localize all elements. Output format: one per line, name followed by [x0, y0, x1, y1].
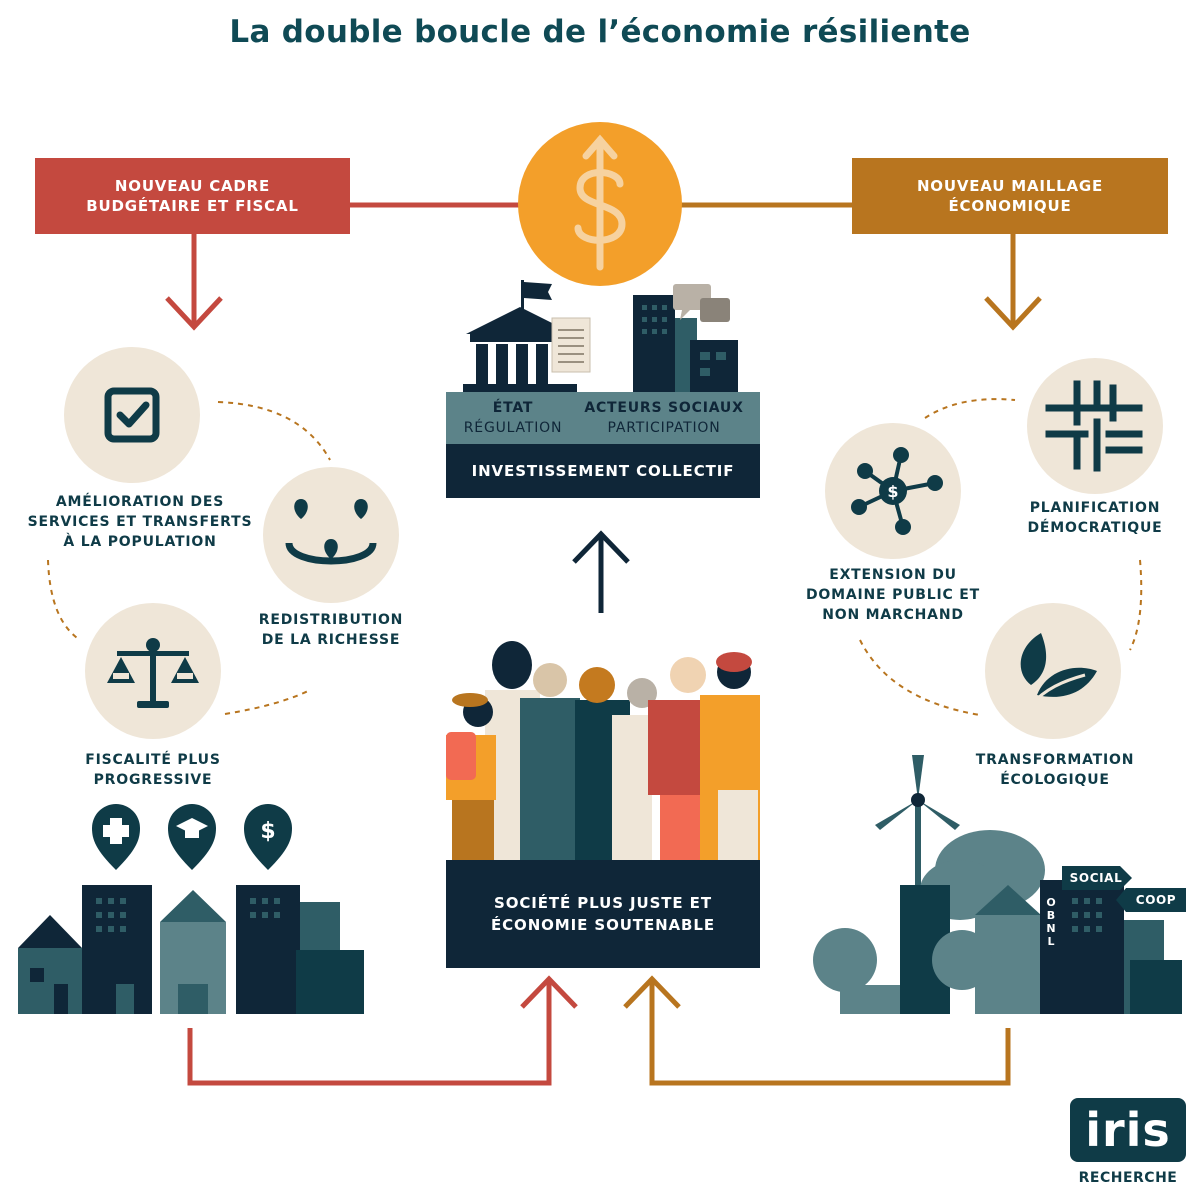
- hashtag-icon: [1045, 380, 1143, 472]
- right-item-1-line1: PLANIFICATION: [1029, 500, 1161, 516]
- right-item-2-label: EXTENSION DU DOMAINE PUBLIC ET NON MARCH…: [790, 565, 996, 625]
- svg-text:$: $: [260, 819, 275, 844]
- etat-subtitle: RÉGULATION: [463, 420, 563, 436]
- right-banner: NOUVEAU MAILLAGE ÉCONOMIQUE: [852, 158, 1168, 234]
- left-item-1-circle: [64, 347, 200, 483]
- right-item-1-line2: DÉMOCRATIQUE: [1027, 520, 1163, 536]
- redistribution-icon: [285, 499, 377, 565]
- acteurs-subtitle: PARTICIPATION: [607, 420, 721, 436]
- leaves-icon: [1020, 633, 1097, 706]
- left-dashed-arc: [47, 401, 331, 715]
- dollar-arrow-icon: [518, 122, 682, 286]
- health-pin-icon: [92, 804, 140, 870]
- left-city-illustration: $: [18, 804, 364, 1014]
- left-item-3-circle: [85, 603, 221, 739]
- right-item-2-line3: NON MARCHAND: [822, 607, 964, 623]
- svg-text:$: $: [887, 482, 898, 501]
- right-banner-line1: NOUVEAU MAILLAGE: [916, 177, 1104, 195]
- left-item-2-circle: [263, 467, 399, 603]
- right-item-3-line2: ÉCOLOGIQUE: [1000, 772, 1110, 788]
- education-pin-icon: [168, 804, 216, 870]
- right-item-1-circle: [1027, 358, 1163, 494]
- acteurs-title: ACTEURS SOCIAUX: [584, 400, 744, 416]
- people-crowd-illustration: [446, 641, 760, 860]
- left-item-2-line2: DE LA RICHESSE: [261, 632, 401, 648]
- social-sign: SOCIAL: [1069, 871, 1123, 885]
- right-item-2-line2: DOMAINE PUBLIC ET: [806, 587, 980, 603]
- societe-soutenable-box: SOCIÉTÉ PLUS JUSTE ET ÉCONOMIE SOUTENABL…: [446, 860, 760, 968]
- network-dollar-icon: $: [851, 447, 943, 535]
- left-item-3-line1: FISCALITÉ PLUS: [85, 752, 221, 768]
- right-item-2-circle: $: [825, 423, 961, 559]
- etat-title: ÉTAT: [492, 400, 534, 416]
- money-pin-icon: $: [244, 804, 292, 870]
- checkbox-icon: [104, 387, 160, 443]
- right-item-3-circle: [985, 603, 1121, 739]
- dollar-arrow-glyph: [574, 134, 626, 271]
- investissement-collectif-box: INVESTISSEMENT COLLECTIF: [446, 444, 760, 498]
- wind-turbine-icon: [875, 755, 960, 920]
- right-item-3-line1: TRANSFORMATION: [975, 752, 1135, 768]
- bottom-loop-red: [187, 975, 578, 1086]
- bottom-box-line2: ÉCONOMIE SOUTENABLE: [490, 916, 715, 934]
- scale-icon: [107, 638, 199, 708]
- government-building-icon: [463, 280, 591, 392]
- right-item-2-line1: EXTENSION DU: [829, 567, 957, 583]
- left-item-2-line1: REDISTRIBUTION: [258, 612, 404, 628]
- iris-logo: iris: [1085, 1103, 1171, 1157]
- obnl-sign: OBNL: [1046, 896, 1056, 948]
- logo-caption: RECHERCHE: [1078, 1170, 1178, 1186]
- bottom-box-line1: SOCIÉTÉ PLUS JUSTE ET: [494, 894, 712, 912]
- left-item-3-label: FISCALITÉ PLUS PROGRESSIVE: [48, 750, 258, 790]
- left-item-1-line3: À LA POPULATION: [63, 534, 217, 550]
- left-item-1-label: AMÉLIORATION DES SERVICES ET TRANSFERTS …: [20, 492, 260, 552]
- right-item-1-label: PLANIFICATION DÉMOCRATIQUE: [1000, 498, 1190, 538]
- left-banner: NOUVEAU CADRE BUDGÉTAIRE ET FISCAL: [35, 158, 350, 234]
- right-banner-line2: ÉCONOMIQUE: [948, 197, 1072, 215]
- left-item-1-line1: AMÉLIORATION DES: [55, 494, 225, 510]
- page-title: La double boucle de l’économie résilient…: [229, 14, 971, 50]
- center-up-arrow: [572, 530, 630, 613]
- social-actors-buildings-icon: [633, 284, 738, 392]
- left-item-3-line2: PROGRESSIVE: [93, 772, 213, 788]
- left-item-2-label: REDISTRIBUTION DE LA RICHESSE: [242, 610, 420, 650]
- left-banner-line2: BUDGÉTAIRE ET FISCAL: [86, 197, 299, 215]
- right-dashed-arc: [859, 398, 1143, 716]
- right-city-illustration: [813, 755, 1186, 1014]
- top-block-band: [446, 392, 760, 444]
- right-item-3-label: TRANSFORMATION ÉCOLOGIQUE: [960, 750, 1150, 790]
- bottom-loop-gold: [623, 975, 1011, 1086]
- right-down-arrow: [984, 234, 1042, 331]
- left-down-arrow: [165, 234, 223, 331]
- left-item-1-line2: SERVICES ET TRANSFERTS: [27, 514, 253, 530]
- left-banner-line1: NOUVEAU CADRE: [114, 177, 271, 195]
- iris-logo-box: [1070, 1098, 1186, 1162]
- coop-sign: COOP: [1135, 893, 1177, 907]
